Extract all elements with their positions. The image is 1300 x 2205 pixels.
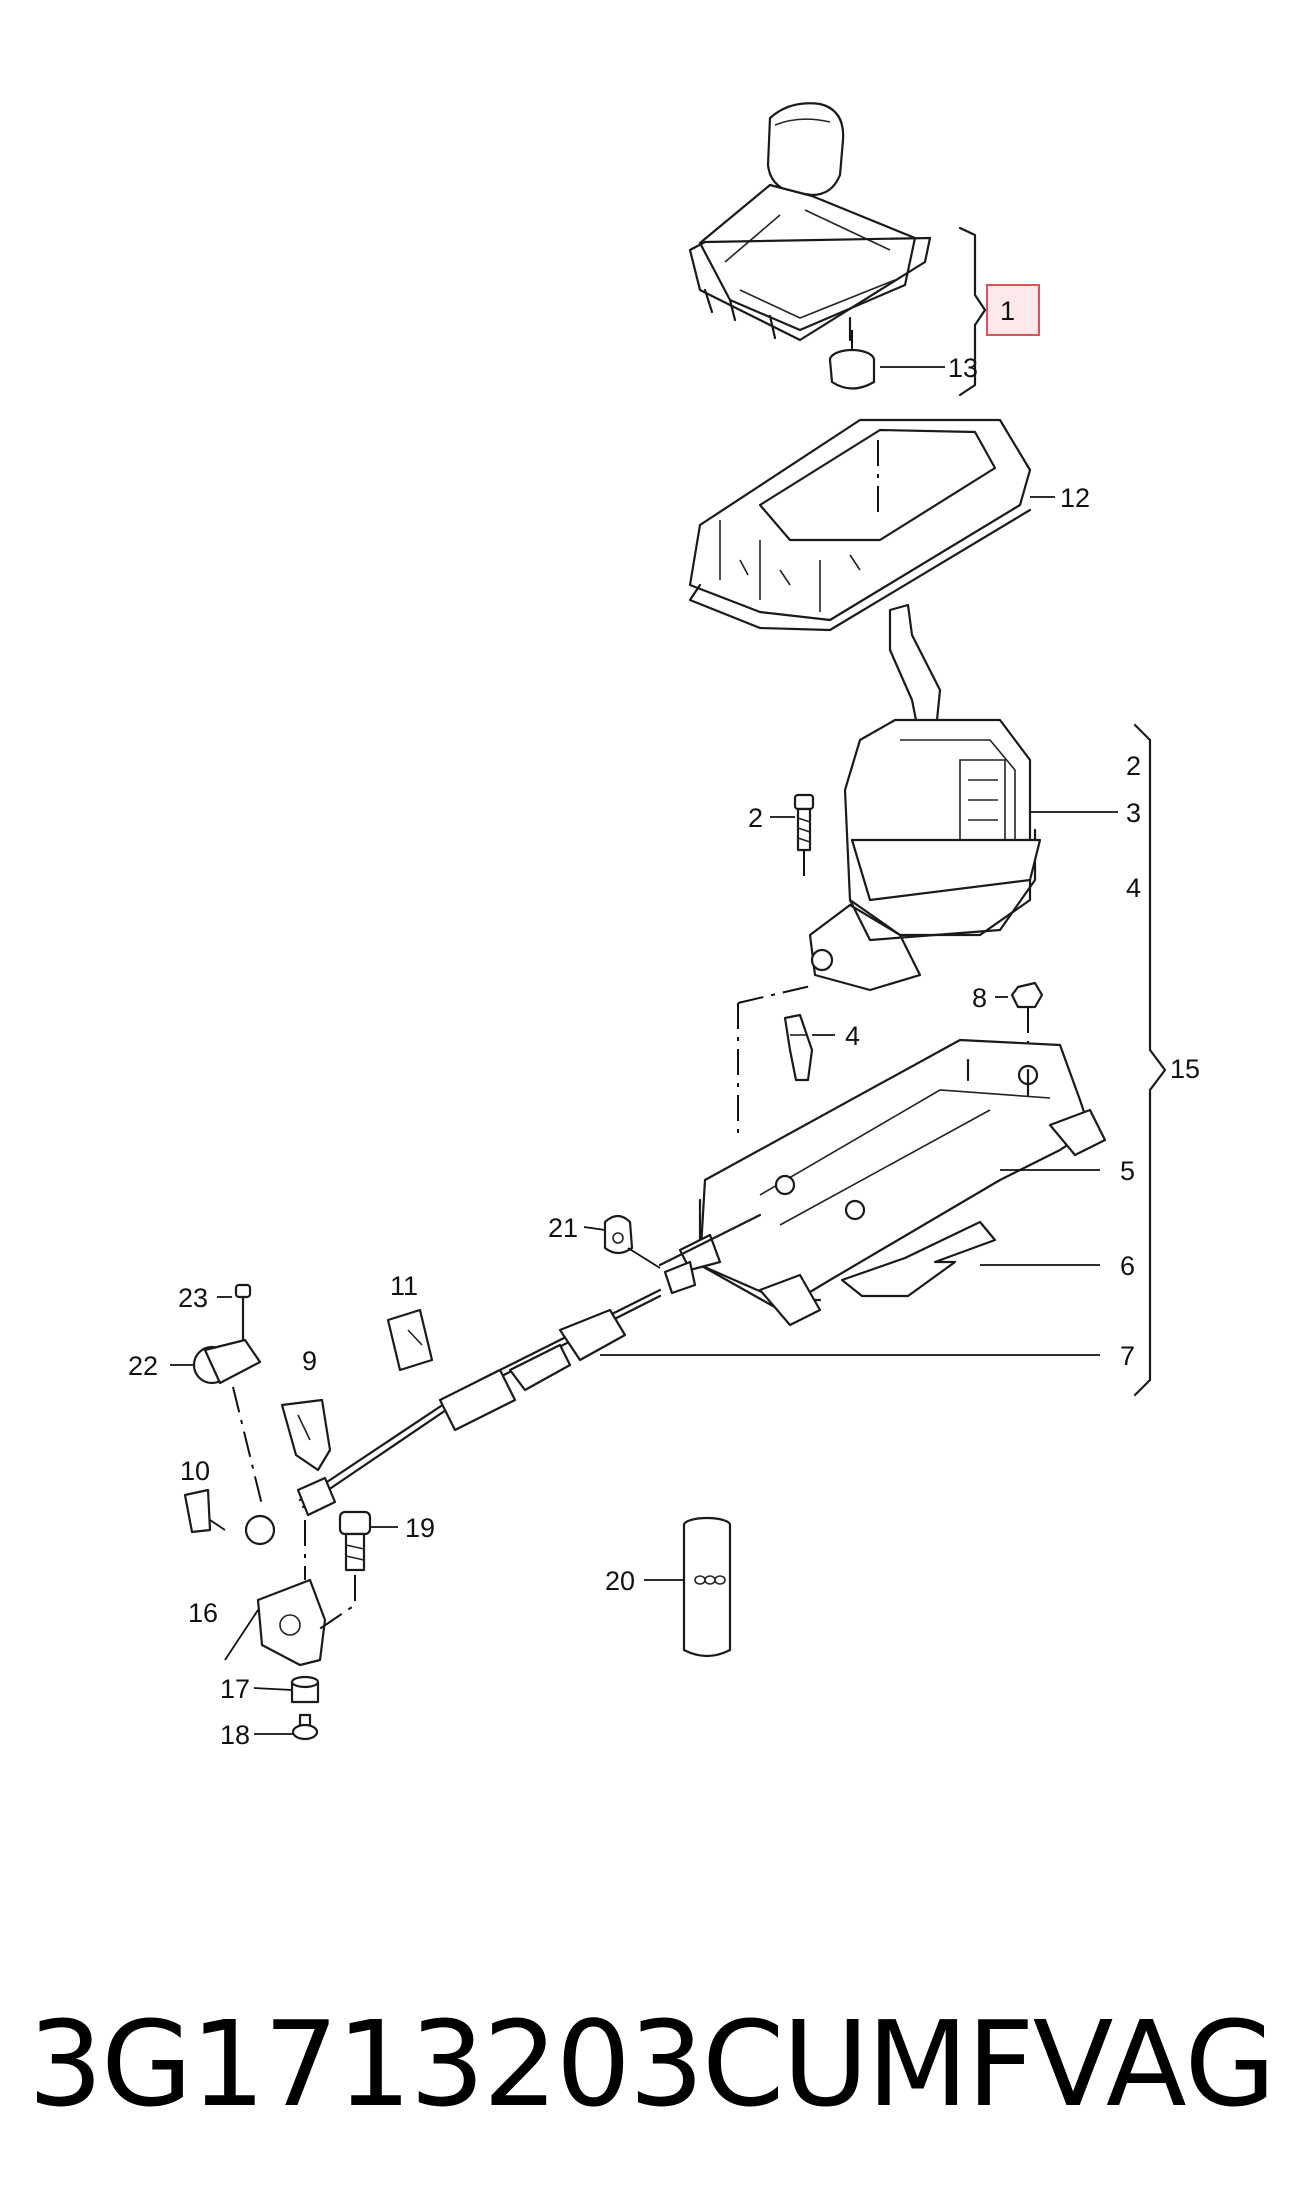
cable-clip-21	[603, 1214, 634, 1255]
gear-knob-boot	[688, 102, 932, 342]
callout-11: 11	[390, 1271, 418, 1301]
callout-2-left: 2	[748, 803, 763, 833]
clip-9	[280, 1398, 332, 1472]
callout-15: 15	[1170, 1054, 1200, 1084]
callout-22: 22	[128, 1351, 158, 1381]
callout-23: 23	[178, 1283, 208, 1313]
callout-21: 21	[548, 1213, 578, 1243]
brand-label: VAG	[1032, 1995, 1276, 2133]
shift-cable	[296, 1213, 762, 1517]
callout-1-highlight	[986, 284, 1040, 336]
callout-13: 13	[948, 353, 978, 383]
callout-12: 12	[1060, 483, 1090, 513]
callout-20: 20	[605, 1566, 635, 1596]
callout-1: 1	[1000, 296, 1015, 326]
callout-9: 9	[302, 1346, 317, 1376]
callout-18: 18	[220, 1720, 250, 1750]
bracket-16	[244, 1514, 327, 1667]
callout-4-right: 4	[1126, 873, 1141, 903]
bolt-19	[317, 1510, 372, 1631]
callout-16: 16	[188, 1598, 218, 1628]
screw-18	[291, 1713, 319, 1741]
grease-tube	[682, 1516, 732, 1658]
callout-2-right: 2	[1126, 751, 1141, 781]
selector-housing	[808, 603, 1042, 992]
bolt-2	[793, 793, 815, 880]
clip-10	[183, 1488, 212, 1534]
retaining-ring	[828, 330, 876, 390]
brace-1	[958, 226, 987, 397]
bushing-17	[290, 1675, 320, 1704]
callout-10: 10	[180, 1456, 210, 1486]
callout-7: 7	[1120, 1341, 1135, 1371]
lever-22	[192, 1283, 262, 1385]
callout-19: 19	[405, 1513, 435, 1543]
spring-clip	[783, 1013, 814, 1082]
callout-3: 3	[1126, 798, 1141, 828]
callout-4-left: 4	[845, 1021, 860, 1051]
callout-5: 5	[1120, 1156, 1135, 1186]
callout-8: 8	[972, 983, 987, 1013]
clip-11	[386, 1308, 434, 1372]
base-carrier	[678, 1038, 1107, 1327]
brace-15	[1133, 723, 1167, 1397]
callout-6: 6	[1120, 1251, 1135, 1281]
callout-17: 17	[220, 1674, 250, 1704]
part-number-label: 3G1713203CUMF	[28, 1995, 1034, 2133]
console-trim-frame	[688, 418, 1032, 632]
foam-pad	[840, 1220, 997, 1298]
